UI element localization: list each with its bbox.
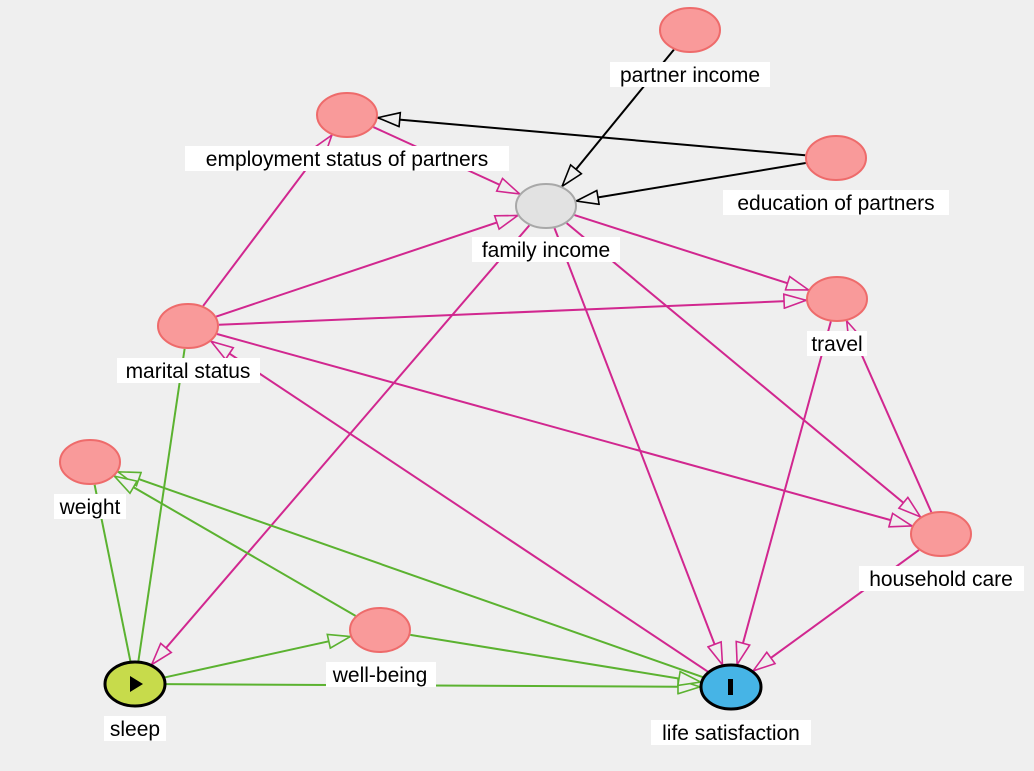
edge-education-to-employment-status[interactable] bbox=[378, 118, 806, 157]
outcome-bar-icon bbox=[728, 679, 733, 695]
node-household-care[interactable]: household care bbox=[859, 511, 1024, 591]
edge-well-being-to-life-satisfaction[interactable] bbox=[410, 633, 700, 682]
node-label: life satisfaction bbox=[662, 722, 800, 745]
node-label: household care bbox=[869, 568, 1013, 591]
label-bg bbox=[472, 237, 620, 262]
node-life-satisfaction[interactable]: life satisfaction bbox=[651, 663, 811, 745]
node-label: sleep bbox=[110, 718, 160, 741]
label-bg bbox=[326, 662, 436, 687]
label-bg bbox=[54, 494, 126, 519]
edge-sleep-to-well-being[interactable] bbox=[164, 637, 351, 679]
edges-layer bbox=[93, 49, 933, 687]
nodes-layer: partner income employment status of part… bbox=[54, 7, 1024, 745]
label-bg bbox=[723, 190, 949, 215]
edge-life-satisfaction-to-marital-status[interactable] bbox=[211, 341, 709, 673]
node-label: travel bbox=[811, 333, 862, 356]
node-ellipse[interactable] bbox=[349, 607, 411, 653]
node-ellipse[interactable] bbox=[659, 7, 721, 53]
edge-family-income-to-household-care[interactable] bbox=[566, 222, 921, 517]
edge-life-satisfaction-to-weight[interactable] bbox=[118, 470, 704, 679]
edge-education-to-family-income[interactable] bbox=[576, 162, 806, 201]
edge-marital-status-to-family-income[interactable] bbox=[215, 214, 517, 318]
node-ellipse[interactable] bbox=[157, 303, 219, 349]
node-travel[interactable]: travel bbox=[806, 276, 868, 356]
label-bg bbox=[104, 716, 166, 741]
label-bg bbox=[859, 566, 1024, 591]
label-bg bbox=[185, 146, 509, 171]
node-ellipse[interactable] bbox=[805, 135, 867, 181]
node-education-of-partners[interactable]: education of partners bbox=[723, 135, 949, 215]
node-ellipse[interactable] bbox=[316, 92, 378, 138]
node-weight[interactable]: weight bbox=[54, 439, 126, 519]
label-bg bbox=[610, 62, 770, 87]
edge-family-income-to-sleep[interactable] bbox=[152, 224, 531, 664]
edge-marital-status-to-travel[interactable] bbox=[218, 300, 806, 326]
node-label: education of partners bbox=[737, 192, 934, 215]
node-ellipse[interactable] bbox=[806, 276, 868, 322]
node-employment-status-of-partners[interactable]: employment status of partners bbox=[185, 92, 509, 171]
node-sleep[interactable]: sleep bbox=[103, 660, 167, 741]
edge-marital-status-to-household-care[interactable] bbox=[216, 333, 912, 526]
node-ellipse[interactable] bbox=[910, 511, 972, 557]
node-ellipse[interactable] bbox=[515, 183, 577, 229]
node-family-income[interactable]: family income bbox=[472, 183, 620, 262]
edge-well-being-to-weight[interactable] bbox=[114, 476, 357, 617]
node-label: partner income bbox=[620, 64, 760, 87]
edge-sleep-to-marital-status[interactable] bbox=[137, 348, 186, 662]
play-icon bbox=[130, 676, 143, 692]
node-label: well-being bbox=[332, 664, 428, 687]
label-bg bbox=[807, 331, 867, 356]
node-label: family income bbox=[482, 239, 610, 262]
edge-travel-to-life-satisfaction[interactable] bbox=[737, 321, 832, 665]
node-well-being[interactable]: well-being bbox=[326, 607, 436, 687]
edge-family-income-to-life-satisfaction[interactable] bbox=[553, 227, 723, 665]
node-label: marital status bbox=[126, 360, 251, 383]
edge-family-income-to-travel[interactable] bbox=[574, 214, 808, 291]
node-marital-status[interactable]: marital status bbox=[117, 303, 260, 383]
node-label: employment status of partners bbox=[206, 148, 488, 171]
label-bg bbox=[651, 720, 811, 745]
node-ellipse[interactable] bbox=[59, 439, 121, 485]
label-bg bbox=[117, 358, 260, 383]
node-partner-income[interactable]: partner income bbox=[610, 7, 770, 87]
node-label: weight bbox=[59, 496, 121, 519]
